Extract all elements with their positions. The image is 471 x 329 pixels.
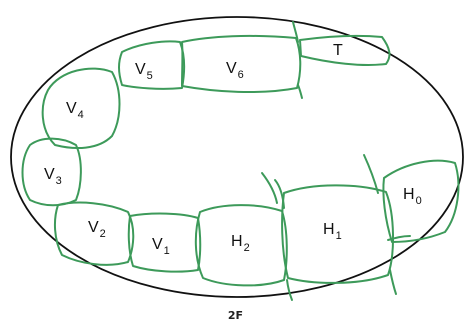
segment-v5-outline	[118, 40, 186, 90]
segment-label-h1: H1	[323, 221, 342, 242]
segment-h2-outline	[194, 204, 288, 287]
segment-t-outline	[299, 35, 391, 66]
segment-v3-outline	[21, 137, 82, 207]
boundary-line	[261, 172, 278, 204]
segment-label-t: T	[333, 42, 343, 59]
segment-letter: V	[152, 236, 163, 253]
segment-v4-outline	[41, 67, 121, 150]
segment-label-v2: V2	[88, 219, 106, 240]
segment-subscript: 0	[416, 195, 422, 207]
segment-label-v1: V1	[152, 236, 170, 257]
segment-letter: H	[323, 221, 335, 238]
segment-subscript: 2	[244, 242, 250, 254]
segment-letter: V	[135, 61, 146, 78]
segment-letter: H	[403, 186, 415, 203]
boundary-line	[363, 154, 379, 194]
segment-letter: V	[226, 60, 237, 77]
boundary-line	[389, 269, 397, 295]
segment-v6-outline	[181, 34, 302, 94]
segment-subscript: 6	[238, 69, 244, 81]
segment-letter: T	[333, 42, 343, 59]
segment-letter: V	[66, 100, 77, 117]
boundary-line	[286, 279, 293, 301]
boundary-line	[387, 235, 411, 241]
segment-label-v3: V3	[44, 166, 62, 187]
segment-v1-outline	[127, 212, 202, 273]
outer-ellipse	[10, 16, 464, 298]
segment-subscript: 3	[56, 175, 62, 187]
segment-subscript: 5	[147, 70, 153, 82]
boundary-line	[297, 84, 303, 99]
segment-label-h0: H0	[403, 186, 422, 207]
segment-h1-outline	[281, 184, 394, 284]
segment-subscript: 4	[78, 109, 84, 121]
boundary-line	[274, 179, 285, 209]
segment-letter: V	[88, 219, 99, 236]
segment-subscript: 2	[100, 228, 106, 240]
segment-subscript: 1	[336, 230, 342, 242]
segment-subscript: 1	[164, 245, 170, 257]
segment-label-v5: V5	[135, 61, 153, 82]
boundary-line	[292, 21, 299, 43]
segment-h0-outline	[382, 159, 460, 243]
figure-caption: 2F	[227, 309, 244, 322]
segment-label-v4: V4	[66, 100, 84, 121]
segment-letter: H	[231, 233, 243, 250]
segment-v2-outline	[53, 201, 135, 266]
segment-label-v6: V6	[226, 60, 244, 81]
segment-chain	[21, 21, 460, 301]
segment-letter: V	[44, 166, 55, 183]
segment-label-h2: H2	[231, 233, 250, 254]
